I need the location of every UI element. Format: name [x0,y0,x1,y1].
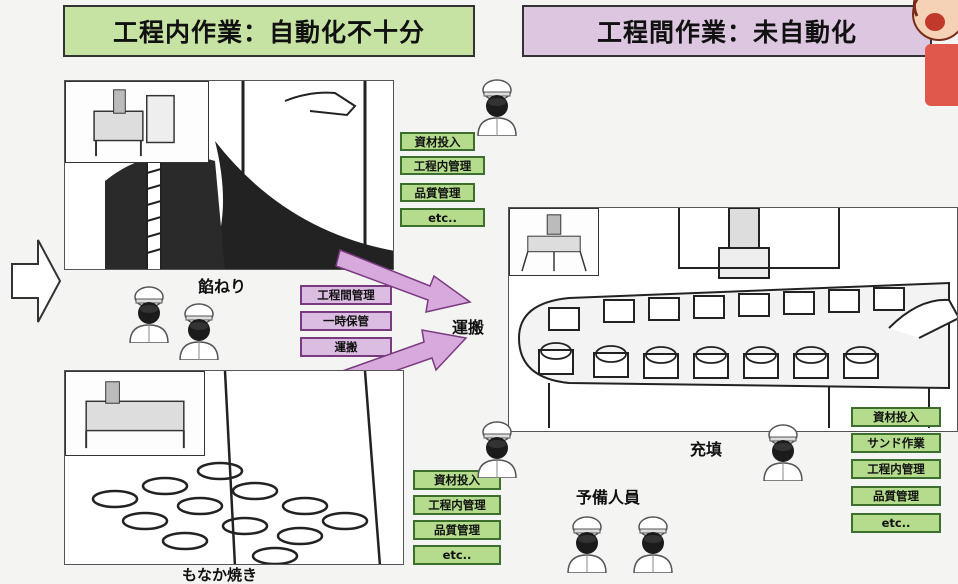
worker-icon [474,420,520,478]
surprised-person-icon [912,0,958,106]
transport-label: 運搬 [452,318,485,337]
worker-icon [630,515,676,573]
tag-filling-material-input: 資材投入 [851,407,941,427]
tag-filling-sandwich-work: サンド作業 [851,433,941,453]
worker-icon [564,515,610,573]
filling-label: 充填 [690,440,723,459]
kneading-photo [64,80,394,270]
tag-kneading-material-input: 資材投入 [400,132,475,151]
monaka-label: もなか焼き [182,566,258,584]
tag-kneading-etc: etc.. [400,208,485,227]
tag-kneading-quality-control: 品質管理 [400,183,475,202]
tag-filling-etc: etc.. [851,513,941,533]
tag-monaka-material-input: 資材投入 [413,470,501,490]
kneading-machine-illustration [105,81,393,269]
tag-filling-process-control: 工程内管理 [851,459,941,479]
header-in-process: 工程内作業：自動化不十分 [63,5,475,57]
tag-filling-quality-control: 品質管理 [851,486,941,506]
worker-icon [126,285,172,343]
tag-transport: 運搬 [300,337,392,357]
conveyor-illustration [517,208,957,428]
header-inter-process: 工程間作業：未自動化 [522,5,932,57]
monaka-photo [64,370,404,565]
worker-icon [176,302,222,360]
tag-monaka-etc: etc.. [413,545,501,565]
tag-monaka-quality-control: 品質管理 [413,520,501,540]
filling-photo [508,207,958,432]
tag-inter-process-management: 工程間管理 [300,285,392,305]
tag-temporary-storage: 一時保管 [300,311,392,331]
reserve-staff-label: 予備人員 [576,488,641,507]
kneading-label: 餡ねり [198,277,247,296]
tag-kneading-process-control: 工程内管理 [400,156,485,175]
baking-machine-illustration [91,371,382,564]
tag-monaka-process-control: 工程内管理 [413,495,501,515]
worker-icon [474,78,520,136]
worker-icon [760,423,806,481]
process-flow-arrow [11,239,62,323]
